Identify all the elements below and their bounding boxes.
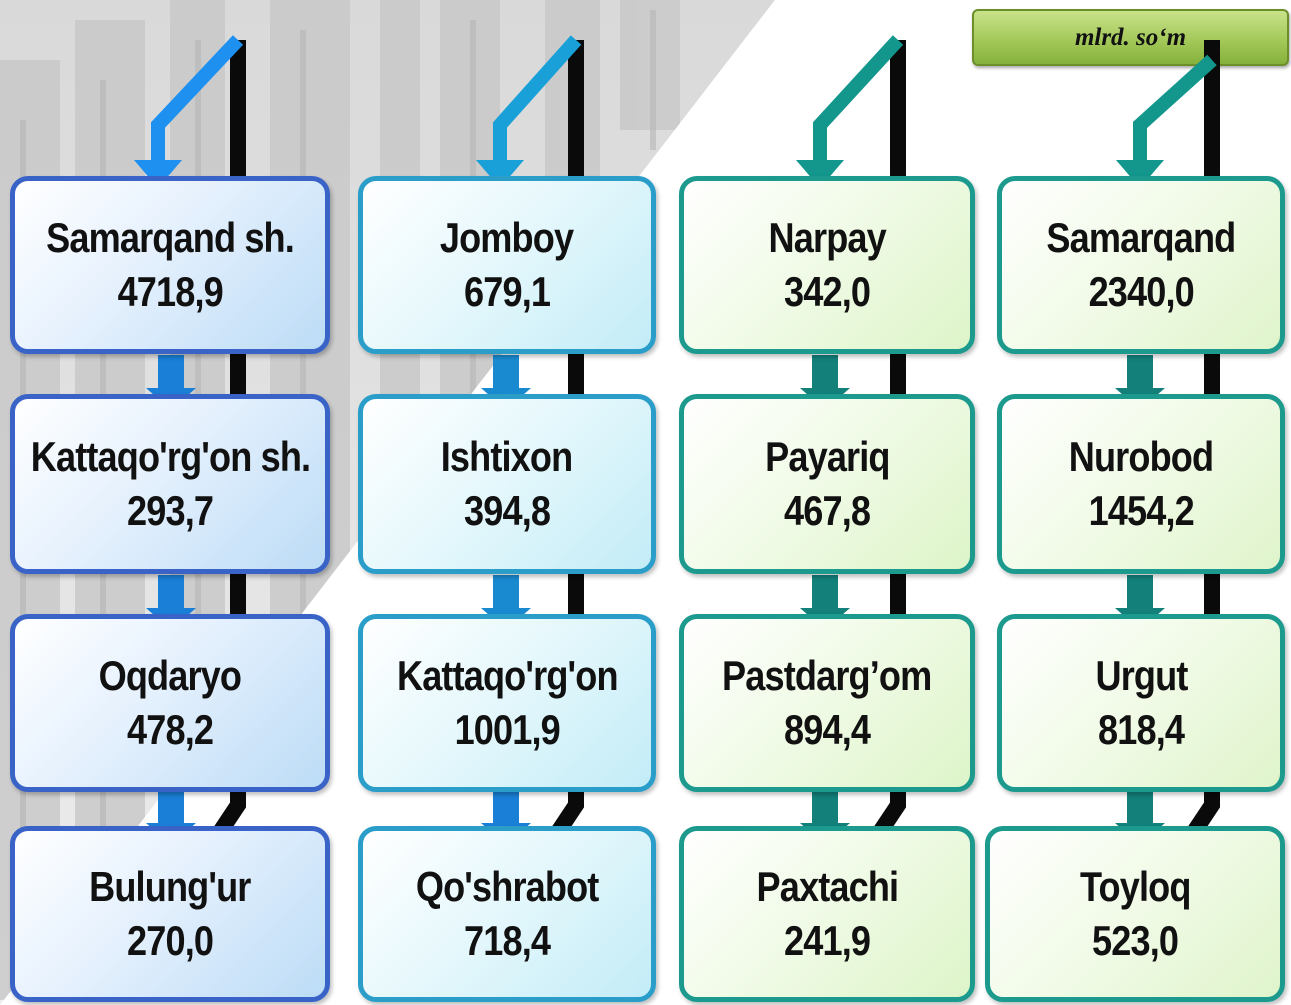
box-qoshrabot: Qo'shrabot 718,4 bbox=[358, 826, 656, 1002]
region-value: 270,0 bbox=[126, 917, 214, 964]
box-samarqand-sh: Samarqand sh. 4718,9 bbox=[10, 176, 330, 354]
region-value: 523,0 bbox=[1091, 917, 1179, 964]
box-urgut: Urgut 818,4 bbox=[997, 614, 1285, 792]
box-pastdargom: Pastdarg’om 894,4 bbox=[679, 614, 975, 792]
region-value: 394,8 bbox=[463, 487, 551, 534]
region-name: Bulung'ur bbox=[89, 863, 251, 910]
column-4: Samarqand 2340,0 Nurobod 1454,2 Urgut 81… bbox=[985, 0, 1291, 1005]
region-value: 818,4 bbox=[1097, 706, 1185, 753]
region-name: Payariq bbox=[764, 433, 890, 480]
region-name: Urgut bbox=[1094, 652, 1188, 699]
box-kattaqorgon-sh: Kattaqo'rg'on sh. 293,7 bbox=[10, 394, 330, 574]
region-name: Pastdarg’om bbox=[722, 652, 932, 699]
column-2: Jomboy 679,1 Ishtixon 394,8 Kattaqo'rg'o… bbox=[340, 0, 670, 1005]
region-value: 1001,9 bbox=[454, 706, 560, 753]
box-jomboy: Jomboy 679,1 bbox=[358, 176, 656, 354]
column-3: Narpay 342,0 Payariq 467,8 Pastdarg’om 8… bbox=[670, 0, 985, 1005]
unit-label: mlrd. so‘m bbox=[972, 9, 1289, 66]
box-payariq: Payariq 467,8 bbox=[679, 394, 975, 574]
box-narpay: Narpay 342,0 bbox=[679, 176, 975, 354]
box-samarqand: Samarqand 2340,0 bbox=[997, 176, 1285, 354]
region-name: Nurobod bbox=[1068, 433, 1214, 480]
region-value: 241,9 bbox=[783, 917, 871, 964]
region-value: 718,4 bbox=[463, 917, 551, 964]
region-value: 1454,2 bbox=[1088, 487, 1194, 534]
region-value: 342,0 bbox=[783, 268, 871, 315]
box-paxtachi: Paxtachi 241,9 bbox=[679, 826, 975, 1002]
region-value: 293,7 bbox=[126, 487, 214, 534]
box-toyloq: Toyloq 523,0 bbox=[985, 826, 1285, 1002]
region-name: Toyloq bbox=[1079, 863, 1191, 910]
region-name: Samarqand bbox=[1046, 214, 1237, 261]
region-name: Qo'shrabot bbox=[415, 863, 599, 910]
region-value: 478,2 bbox=[126, 706, 214, 753]
region-value: 4718,9 bbox=[117, 268, 223, 315]
region-name: Oqdaryo bbox=[98, 652, 242, 699]
region-name: Samarqand sh. bbox=[46, 214, 295, 261]
column-1: Samarqand sh. 4718,9 Kattaqo'rg'on sh. 2… bbox=[0, 0, 340, 1005]
region-name: Kattaqo'rg'on sh. bbox=[30, 433, 310, 480]
region-name: Narpay bbox=[768, 214, 886, 261]
box-oqdaryo: Oqdaryo 478,2 bbox=[10, 614, 330, 792]
box-ishtixon: Ishtixon 394,8 bbox=[358, 394, 656, 574]
region-value: 894,4 bbox=[783, 706, 871, 753]
region-value: 679,1 bbox=[463, 268, 551, 315]
region-name: Kattaqo'rg'on bbox=[396, 652, 619, 699]
region-name: Ishtixon bbox=[441, 433, 573, 480]
region-value: 2340,0 bbox=[1088, 268, 1194, 315]
box-kattaqorgon: Kattaqo'rg'on 1001,9 bbox=[358, 614, 656, 792]
region-value: 467,8 bbox=[783, 487, 871, 534]
box-nurobod: Nurobod 1454,2 bbox=[997, 394, 1285, 574]
region-name: Paxtachi bbox=[756, 863, 899, 910]
box-bulungur: Bulung'ur 270,0 bbox=[10, 826, 330, 1002]
region-name: Jomboy bbox=[440, 214, 574, 261]
